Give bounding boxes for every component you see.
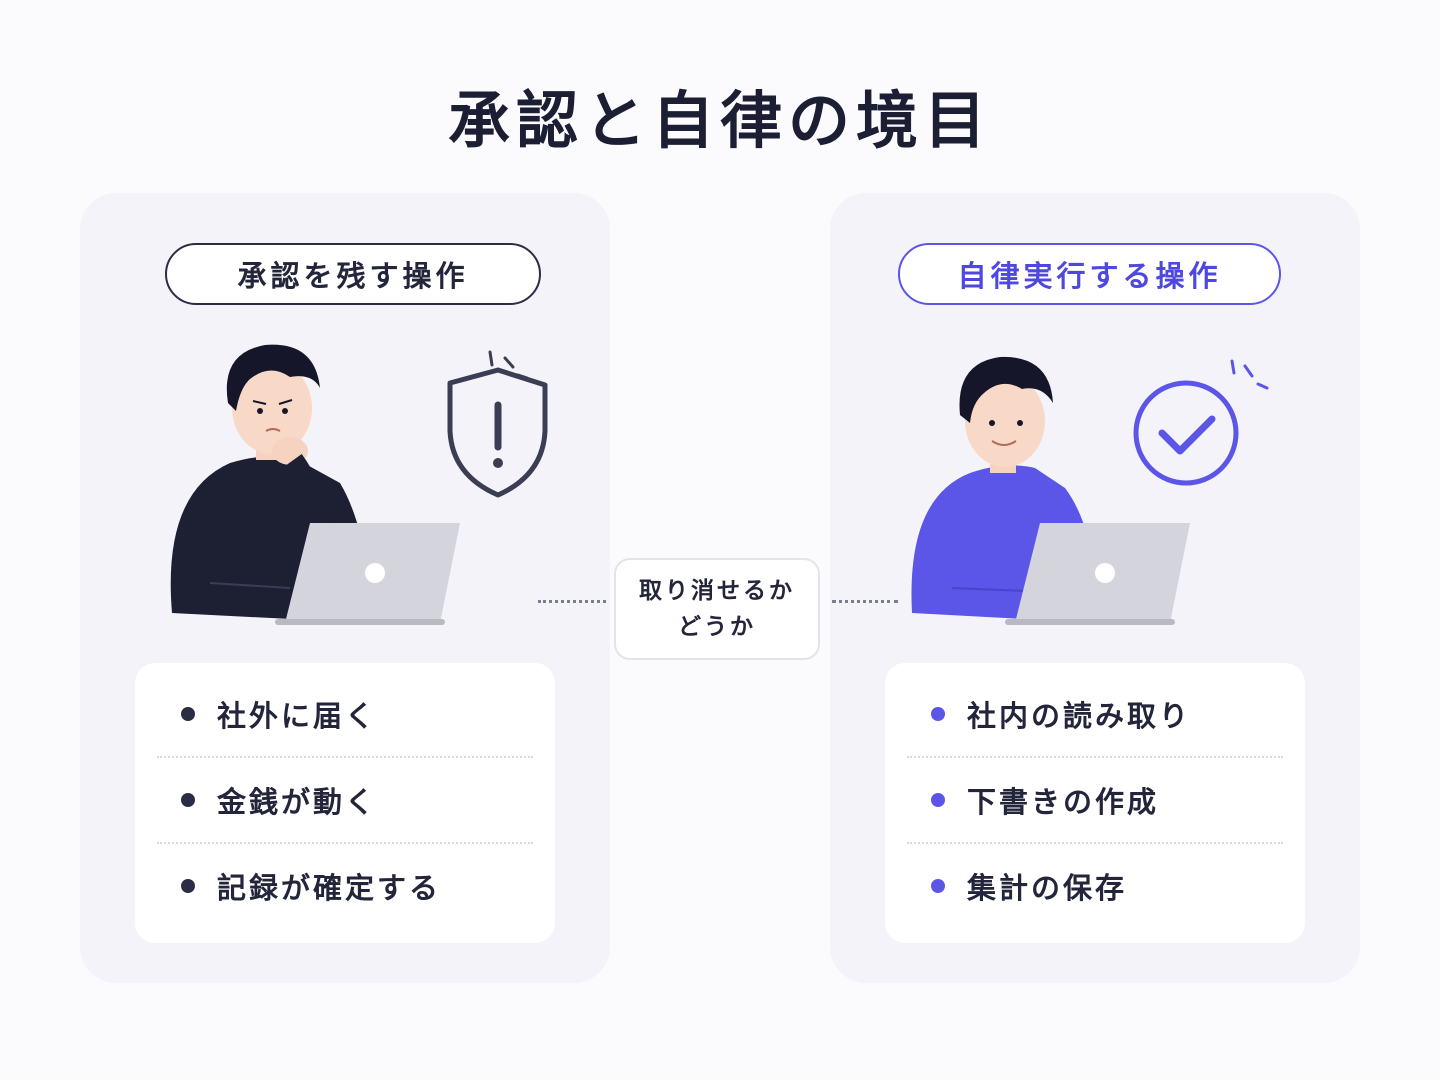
worried-face: [232, 362, 312, 454]
autonomous-list: 社内の読み取り 下書きの作成 集計の保存: [885, 663, 1305, 943]
divider: [907, 756, 1283, 758]
connector-line-right: [832, 600, 898, 603]
bullet-icon: [181, 879, 195, 893]
divider: [157, 756, 533, 758]
shield-warning-icon: [447, 350, 548, 498]
list-item: 金銭が動く: [157, 757, 533, 843]
list-item: 下書きの作成: [907, 757, 1283, 843]
list-item: 集計の保存: [907, 843, 1283, 929]
connector-line-left: [538, 600, 606, 603]
approval-panel: 承認を残す操作 社外に届く: [80, 193, 610, 983]
approval-list: 社外に届く 金銭が動く 記録が確定する: [135, 663, 555, 943]
boundary-criterion-box: 取り消せるか どうか: [614, 558, 820, 660]
smiling-face: [965, 375, 1045, 467]
divider: [157, 842, 533, 844]
criterion-line-1: 取り消せるか: [639, 578, 795, 604]
hair: [959, 356, 1053, 423]
bullet-icon: [931, 707, 945, 721]
list-item: 記録が確定する: [157, 843, 533, 929]
confident-person-illustration: [911, 356, 1269, 625]
autonomous-heading: 自律実行する操作: [898, 243, 1281, 305]
bullet-icon: [931, 879, 945, 893]
bullet-icon: [181, 793, 195, 807]
autonomous-panel: 自律実行する操作 社内の読み取り 下書きの作成: [830, 193, 1360, 983]
bullet-icon: [181, 707, 195, 721]
list-item: 社内の読み取り: [907, 671, 1283, 757]
approval-heading: 承認を残す操作: [165, 243, 541, 305]
list-item: 社外に届く: [157, 671, 533, 757]
check-circle-icon: [1133, 359, 1269, 486]
page-title: 承認と自律の境目: [447, 84, 992, 157]
bullet-icon: [931, 793, 945, 807]
worried-person-illustration: [170, 344, 548, 625]
divider: [907, 842, 1283, 844]
criterion-line-2: どうか: [678, 614, 756, 640]
hair: [226, 344, 320, 411]
